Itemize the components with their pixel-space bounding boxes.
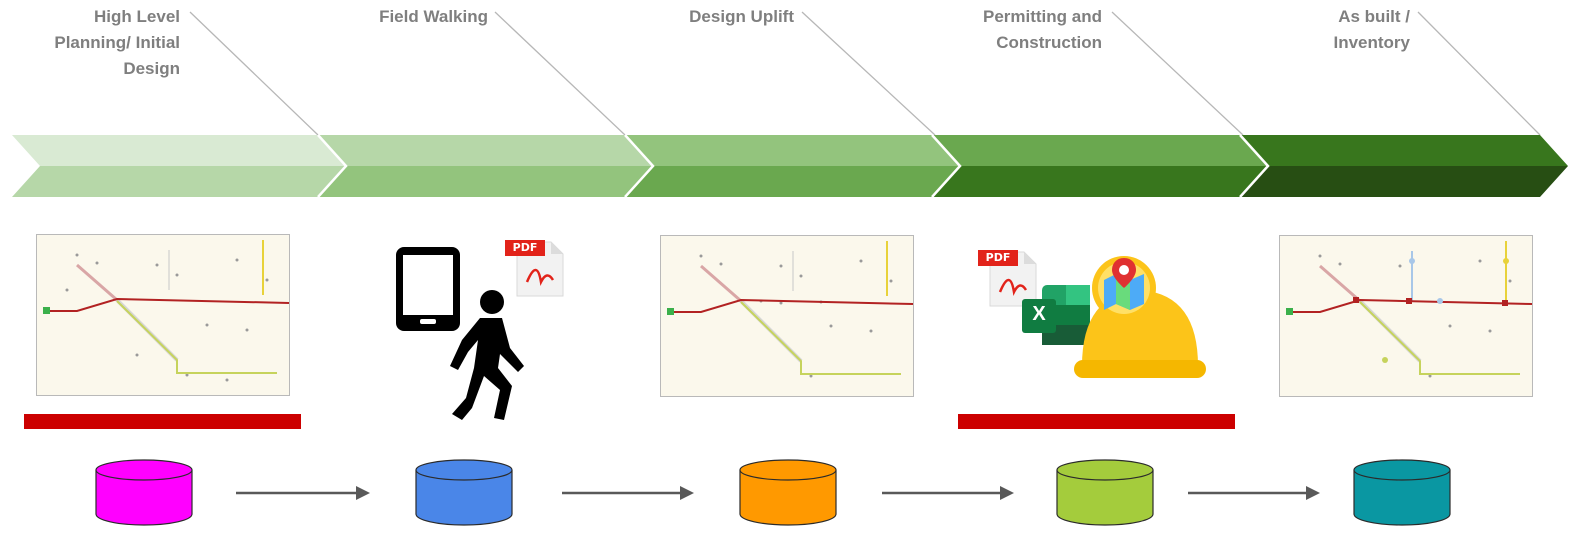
- chevron-5-bottom: [1240, 166, 1568, 197]
- database-cylinder-orange: [739, 459, 837, 526]
- pdf-badge-text: PDF: [985, 251, 1011, 264]
- stage-label-high-level-planning: High Level Planning/ Initial Design: [54, 7, 180, 78]
- excel-spreadsheet-icon: X: [1020, 283, 1092, 347]
- pdf-file-icon: PDF: [505, 238, 565, 298]
- diagonal-lines: [189, 11, 1541, 136]
- network-map-thumbnail-as-built: [1279, 235, 1533, 397]
- excel-letter: X: [1032, 303, 1046, 325]
- database-cylinder-blue: [415, 459, 513, 526]
- chevron-2-top: [318, 135, 653, 166]
- pdf-badge-text: PDF: [512, 241, 538, 254]
- hard-hat-map-icon: [1074, 256, 1206, 378]
- stage-label-field-walking: Field Walking: [379, 7, 488, 26]
- chevron-5-top: [1240, 135, 1568, 166]
- chevron-3-top: [625, 135, 960, 166]
- flow-arrows: [236, 486, 1320, 500]
- chevron-1-top: [12, 135, 346, 166]
- chevron-3-bottom: [625, 166, 960, 197]
- chevron-1-bottom: [12, 166, 346, 197]
- stage-label-permitting-construction: Permitting and Construction: [982, 7, 1102, 52]
- database-cylinder-magenta: [95, 459, 193, 526]
- red-highlight-bar-permitting: [958, 414, 1235, 429]
- pdf-file-icon-permitting: PDF: [978, 248, 1038, 308]
- network-map-thumbnail-initial: [36, 234, 290, 396]
- network-map-thumbnail-uplift: [660, 235, 914, 397]
- walking-person-icon: [450, 290, 524, 420]
- database-cylinder-lime: [1056, 459, 1154, 526]
- red-highlight-bar-initial: [24, 414, 301, 429]
- database-cylinder-teal: [1353, 459, 1451, 526]
- stage-label-design-uplift: Design Uplift: [689, 7, 794, 26]
- chevron-4-bottom: [932, 166, 1268, 197]
- tablet-icon: [396, 247, 460, 331]
- chevron-2-bottom: [318, 166, 653, 197]
- chevron-4-top: [932, 135, 1268, 166]
- stage-label-as-built-inventory: As built / Inventory: [1333, 7, 1410, 52]
